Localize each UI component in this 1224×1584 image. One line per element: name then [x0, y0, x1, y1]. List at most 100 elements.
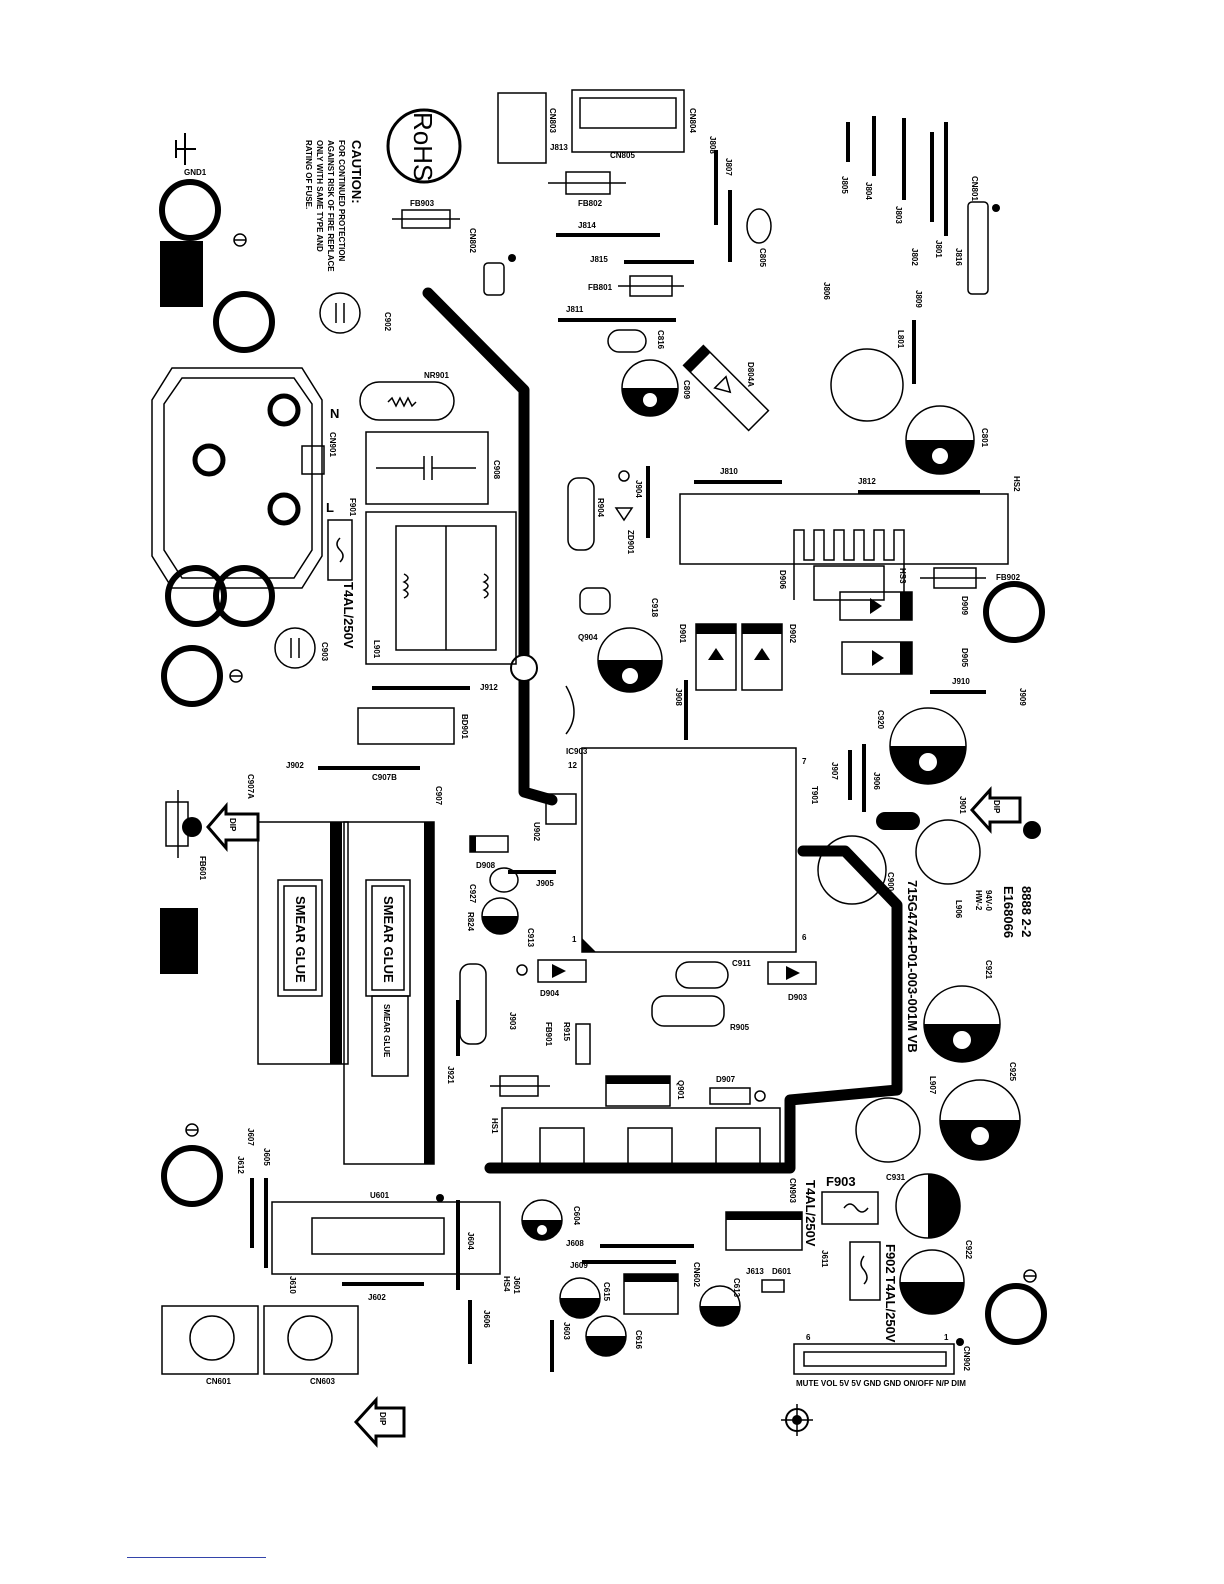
label-c604: C604: [572, 1206, 581, 1226]
label-c921: C921: [984, 960, 993, 980]
label-fb802: FB802: [578, 199, 603, 208]
ac-neutral-mark: N: [330, 406, 339, 421]
c911-capacitor: [675, 961, 729, 989]
label-c918: C918: [650, 598, 659, 618]
label-fb901: FB901: [544, 1022, 553, 1047]
label-hs2: HS2: [1012, 476, 1021, 492]
label-j613: J613: [746, 1267, 764, 1276]
r904-resistor: [567, 477, 595, 551]
black-pad: [160, 241, 203, 307]
label-j815: J815: [590, 255, 608, 264]
cn813-connector: [497, 92, 547, 164]
zd901-zener: [614, 507, 634, 522]
screw-icon: [229, 669, 243, 683]
label-j807: J807: [724, 158, 733, 176]
label-j803: J803: [894, 206, 903, 224]
c927-capacitor: [489, 867, 519, 893]
t901-transformer: [581, 747, 797, 953]
label-j607: J607: [246, 1128, 255, 1146]
mounting-hole: [983, 581, 1045, 643]
label-l801: L801: [896, 330, 905, 349]
c913-capacitor: [481, 897, 519, 935]
cn603-connector: [263, 1305, 359, 1375]
label-j804: J804: [864, 182, 873, 200]
label-r824: R824: [466, 912, 475, 932]
label-t901: T901: [810, 786, 819, 805]
label-nr901: NR901: [424, 371, 449, 380]
label-c908: C908: [492, 460, 501, 480]
label-hs1: HS1: [490, 1118, 499, 1134]
svg-text:SMEAR GLUE: SMEAR GLUE: [382, 1004, 391, 1058]
ul-number: E168066: [1001, 886, 1016, 938]
label-j605: J605: [262, 1148, 271, 1166]
mounting-hole: [213, 565, 275, 627]
u601-regulator: [271, 1201, 501, 1275]
f901-fuse: [327, 519, 353, 581]
ground-icon: [175, 133, 196, 165]
l906-inductor: [915, 819, 981, 885]
label-j904: J904: [634, 480, 643, 498]
label-cn813: CN803: [548, 108, 557, 133]
label-r905: R905: [730, 1023, 750, 1032]
c922-capacitor: [899, 1249, 965, 1315]
caution-line-3: ONLY WITH SAME TYPE AND: [315, 140, 324, 252]
caution-notice: CAUTION: FOR CONTINUED PROTECTION AGAINS…: [304, 140, 364, 272]
label-j902: J902: [286, 761, 304, 770]
svg-text:1: 1: [944, 1333, 949, 1342]
mounting-hole: [161, 1145, 223, 1207]
label-j801: J801: [934, 240, 943, 258]
label-fb801: FB801: [588, 283, 613, 292]
l901-choke: [365, 511, 517, 665]
label-c927: C927: [468, 884, 477, 904]
cn601-connector: [161, 1305, 259, 1375]
svg-text:7: 7: [802, 757, 807, 766]
c907b-capacitor: [343, 821, 435, 1165]
label-hs3: HS3: [898, 568, 907, 584]
c616-capacitor: [585, 1315, 627, 1357]
label-j816: J816: [954, 248, 963, 266]
label-d908: D908: [476, 861, 496, 870]
svg-text:SMEAR GLUE: SMEAR GLUE: [381, 896, 396, 983]
label-j601: J601: [512, 1276, 521, 1294]
label-d905: D905: [960, 648, 969, 668]
c613-capacitor: [699, 1285, 741, 1327]
label-j813: J813: [550, 143, 568, 152]
board-id: 715G4744-P01-003-001M VB: [905, 880, 920, 1053]
label-c801: C801: [980, 428, 989, 448]
nr901-thermistor: [359, 381, 455, 421]
flame-rating: 94V-0: [984, 890, 993, 911]
label-f903: F903: [826, 1174, 856, 1189]
label-j814: J814: [578, 221, 596, 230]
label-d901: D901: [678, 624, 687, 644]
r915-resistor: [575, 1023, 591, 1065]
cn902-pin-labels: MUTE VOL 5V 5V GND GND ON/OFF N/P DIM: [796, 1379, 966, 1388]
label-d601: D601: [772, 1267, 792, 1276]
svg-text:SMEAR GLUE: SMEAR GLUE: [293, 896, 308, 983]
svg-text:1: 1: [572, 935, 577, 944]
label-j907: J907: [830, 762, 839, 780]
screw-icon: [233, 233, 247, 247]
mounting-hole: [985, 1283, 1047, 1345]
fiducial-mark-icon: [781, 1404, 813, 1436]
label-cn602: CN602: [692, 1262, 701, 1287]
c809-capacitor: [621, 359, 679, 417]
label-j602: J602: [368, 1293, 386, 1302]
label-j610: J610: [288, 1276, 297, 1294]
ac-line-mark: L: [326, 500, 334, 515]
label-cn603: CN603: [310, 1377, 335, 1386]
c816-capacitor: [607, 329, 647, 353]
label-d909: D909: [960, 596, 969, 616]
label-r915: R915: [562, 1022, 571, 1042]
f902-rating: T4AL/250V: [883, 1276, 898, 1343]
c921-capacitor: [923, 985, 1001, 1063]
label-j809: J809: [914, 290, 923, 308]
hs2-heatsink: [679, 493, 1009, 565]
r905-resistor: [651, 995, 725, 1027]
label-ic903: IC903: [566, 747, 588, 756]
f903-rating: T4AL/250V: [803, 1180, 818, 1247]
black-pad: [160, 908, 198, 974]
f903-fuse: [821, 1191, 879, 1225]
j903-resistor: [459, 963, 487, 1045]
d601-diode: [761, 1279, 785, 1293]
